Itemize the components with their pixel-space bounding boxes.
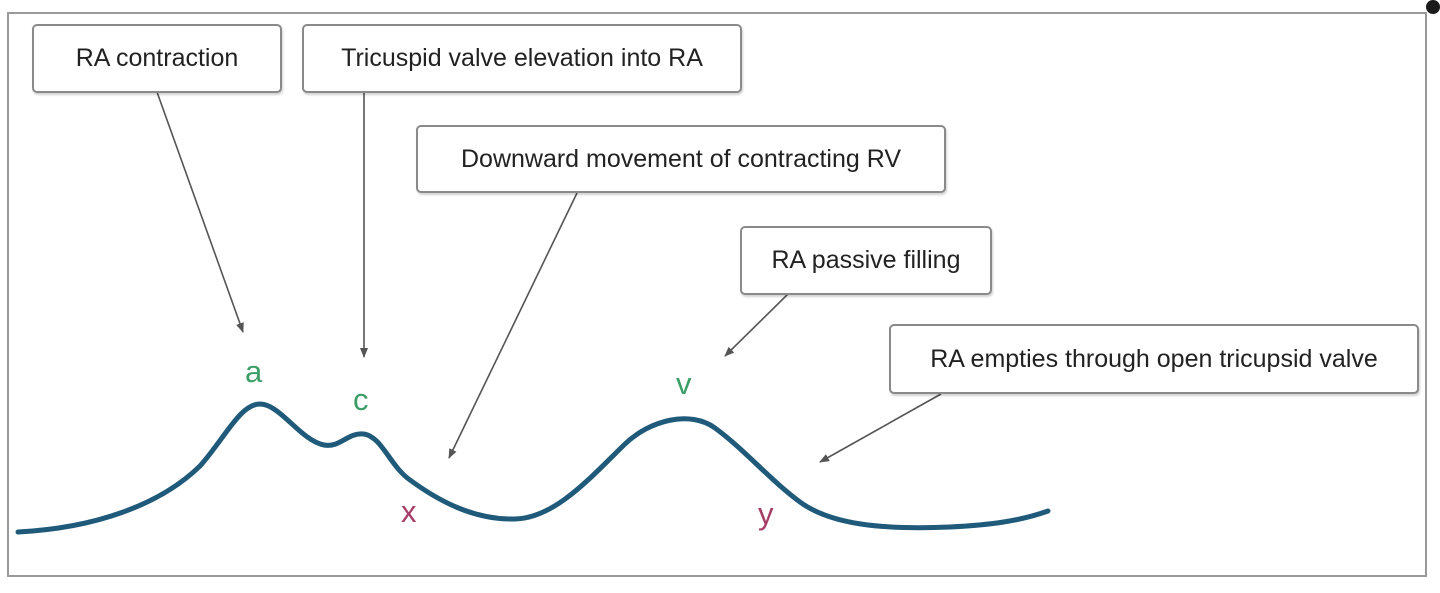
corner-circle-icon xyxy=(1426,0,1440,14)
label-tricuspid-elevation: Tricuspid valve elevation into RA xyxy=(302,24,742,93)
label-rv-downward: Downward movement of contracting RV xyxy=(416,125,946,193)
arrow-ra-contraction xyxy=(156,91,244,333)
label-ra-passive-filling: RA passive filling xyxy=(740,226,992,295)
wave-label-x: x xyxy=(401,494,417,529)
label-ra-empties: RA empties through open tricupsid valve xyxy=(889,324,1419,394)
diagram-frame xyxy=(7,12,1427,577)
wave-label-a: a xyxy=(245,354,263,389)
wave-label-v: v xyxy=(676,366,692,401)
arrow-ra-passive-filling xyxy=(724,293,789,357)
jvp-waveform xyxy=(15,401,1051,535)
arrow-rv-downward xyxy=(448,192,578,459)
label-ra-contraction: RA contraction xyxy=(32,24,282,93)
wave-label-c: c xyxy=(353,382,369,417)
arrow-ra-empties xyxy=(819,393,942,463)
wave-label-y: y xyxy=(758,496,774,531)
